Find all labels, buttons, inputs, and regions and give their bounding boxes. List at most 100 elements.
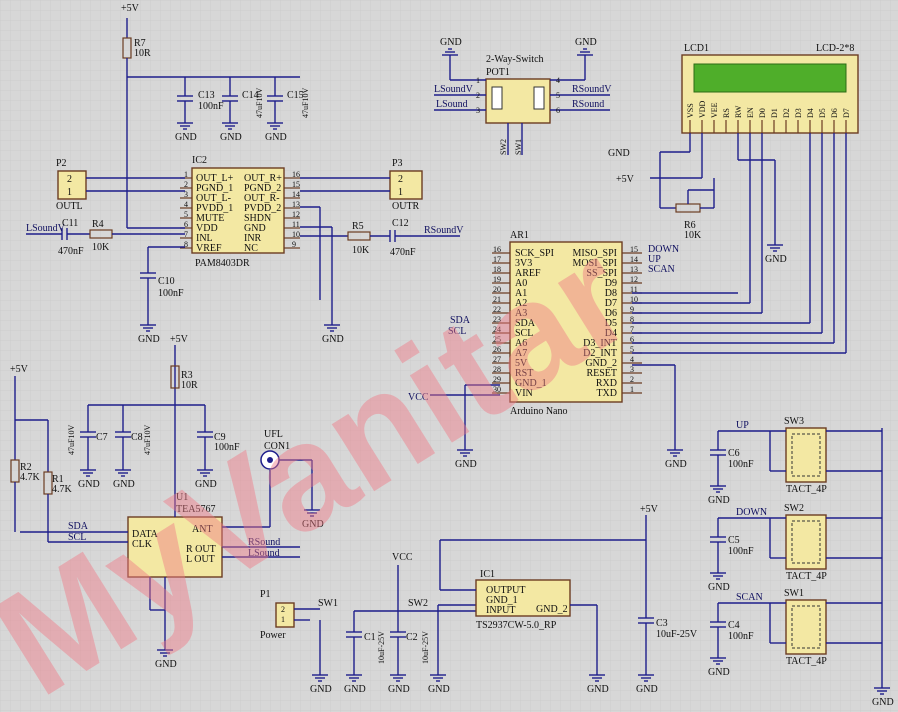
- svg-text:2: 2: [476, 91, 480, 100]
- ic2-pin-num: 9: [292, 240, 296, 249]
- ar1-pin-num: 9: [630, 305, 634, 314]
- ar1-pin-num: 19: [493, 275, 501, 284]
- ar1-pin-num: 28: [493, 365, 501, 374]
- svg-text:GND: GND: [665, 459, 687, 470]
- switch-sw1-pin: SW1: [514, 139, 523, 155]
- gnd-symbol: GND: [78, 469, 100, 490]
- svg-text:GND: GND: [708, 667, 730, 678]
- switch-title: 2-Way-Switch: [486, 54, 544, 65]
- u1-ref: U1: [176, 492, 188, 503]
- lcd-pin-label: D1: [770, 108, 779, 118]
- ar1-pin-num: 20: [493, 285, 501, 294]
- ar1-pin-num: 21: [493, 295, 501, 304]
- lcd-pin-label: D6: [830, 108, 839, 118]
- r2-value: 4.7K: [20, 472, 41, 483]
- ar1-pin-label: D9: [605, 278, 617, 289]
- ar1-pin-num: 15: [630, 245, 638, 254]
- c13-ref: C13: [198, 90, 215, 101]
- r6-ref: R6: [684, 220, 696, 231]
- svg-text:GND: GND: [138, 334, 160, 345]
- svg-text:6: 6: [556, 106, 560, 115]
- gnd-symbol: GND: [765, 244, 787, 265]
- svg-text:GND: GND: [78, 479, 100, 490]
- tact-cap-value: 100nF: [728, 459, 754, 470]
- ar1-pin-label: RST: [515, 368, 533, 379]
- tact-cap-ref: C4: [728, 620, 740, 631]
- ic1-gnd2-pin: GND_2: [536, 604, 568, 615]
- lcd-pin-label: RW: [734, 105, 743, 118]
- svg-text:GND: GND: [872, 697, 894, 708]
- ar1-pin-label: SDA: [515, 318, 536, 329]
- down-net-ar: DOWN: [648, 244, 679, 255]
- ic2-pin-label: VREF: [196, 243, 222, 254]
- gnd-symbol: GND: [708, 485, 730, 506]
- svg-text:GND: GND: [708, 495, 730, 506]
- svg-text:GND: GND: [440, 37, 462, 48]
- svg-text:GND: GND: [765, 254, 787, 265]
- svg-text:GND: GND: [265, 132, 287, 143]
- ar1-pin-label: D3_INT: [583, 338, 617, 349]
- ar1-ref: AR1: [510, 230, 529, 241]
- p1-ref: P1: [260, 589, 271, 600]
- ar1-pin-num: 4: [630, 355, 634, 364]
- svg-text:GND: GND: [310, 684, 332, 695]
- p3-connector: 21 P3 OUTR: [300, 158, 423, 212]
- ar1-pin-num: 10: [630, 295, 638, 304]
- ar1-pin-num: 6: [630, 335, 634, 344]
- ar1-pin-label: TXD: [596, 388, 617, 399]
- c15-value: 47uF10V: [301, 88, 310, 118]
- ic2-pin-label: OUT_R+: [244, 173, 282, 184]
- ar1-pin-num: 8: [630, 315, 634, 324]
- gnd-symbol: GND: [708, 657, 730, 678]
- gnd-symbol: GND: [322, 324, 344, 345]
- svg-text:GND: GND: [587, 684, 609, 695]
- rsound-label-switch: RSound: [572, 99, 604, 110]
- ar1-pin-label: D4: [605, 328, 617, 339]
- ic2-pin-label: NC: [244, 243, 258, 254]
- ar1-pin-label: D7: [605, 298, 617, 309]
- ic2-pin-label: OUT_L-: [196, 193, 231, 204]
- ic2-pin-num: 15: [292, 180, 300, 189]
- ic2-pin-label: PGND_2: [244, 183, 281, 194]
- con1-ref: CON1: [264, 441, 290, 452]
- ar1-pin-label: D6: [605, 308, 617, 319]
- gnd-symbol: GND: [872, 687, 894, 708]
- svg-text:GND: GND: [428, 684, 450, 695]
- c10-ref: C10: [158, 276, 175, 287]
- svg-text:GND: GND: [388, 684, 410, 695]
- lsound-label-switch: LSound: [436, 99, 468, 110]
- ic2-pin-label: INL: [196, 233, 213, 244]
- ic2-pin-num: 5: [184, 210, 188, 219]
- c3-vcc-label: +5V: [640, 504, 659, 515]
- tact-ref: SW2: [784, 503, 804, 514]
- c3-value: 10uF-25V: [656, 629, 698, 640]
- scan-net-ar: SCAN: [648, 264, 675, 275]
- ic2-pin-label: PVDD_1: [196, 203, 233, 214]
- sda-net-ar: SDA: [450, 315, 471, 326]
- lcd-5v-label: +5V: [616, 174, 635, 185]
- ar1-pin-label: AREF: [515, 268, 541, 279]
- ar1-pin-num: 11: [630, 285, 638, 294]
- svg-text:GND: GND: [344, 684, 366, 695]
- rsoundv-label-switch: RSoundV: [572, 84, 612, 95]
- u1-ant-pin: ANT: [192, 524, 213, 535]
- u1-radio-module: DATA CLK ANT R OUT L OUT U1 TEA5767 SDA …: [10, 334, 313, 650]
- tact-ref: SW1: [784, 588, 804, 599]
- ar1-pin-num: 18: [493, 265, 501, 274]
- lsoundv-label-left: LSoundV: [26, 223, 66, 234]
- ar1-pin-num: 25: [493, 335, 501, 344]
- c14-value: 47uF10V: [255, 88, 264, 118]
- c12-ref: C12: [392, 218, 409, 229]
- gnd-symbol: GND: [302, 509, 324, 530]
- u1-data-pin: DATA: [132, 529, 159, 540]
- sw1-power-ref: SW1: [318, 598, 338, 609]
- tact-name: TACT_4P: [786, 484, 827, 495]
- tact-cap-ref: C5: [728, 535, 740, 546]
- ic2-pin-label: VDD: [196, 223, 218, 234]
- r1-ref: R1: [52, 474, 64, 485]
- ic2-pin-label: GND: [244, 223, 266, 234]
- pot1-ref: POT1: [486, 67, 510, 78]
